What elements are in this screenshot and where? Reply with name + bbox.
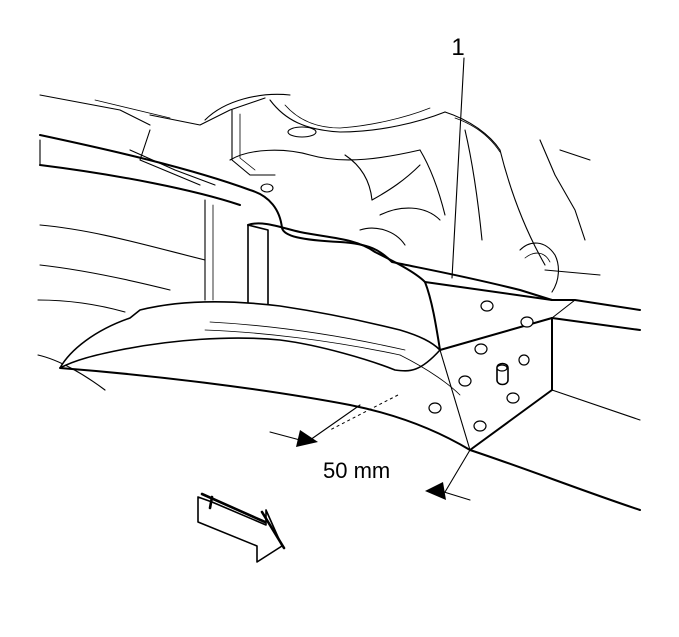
dimension-arrowhead	[296, 430, 318, 447]
dimension-50mm: 50 mm	[269, 404, 471, 501]
plate-hole	[473, 420, 487, 432]
frame-rail	[39, 134, 641, 511]
plate-hole	[506, 392, 520, 404]
callout-1: 1	[451, 34, 465, 279]
background-structure	[37, 93, 601, 391]
dimension-label: 50 mm	[323, 458, 390, 483]
plate-hole	[428, 402, 442, 414]
dimension-arrowhead	[425, 482, 446, 500]
lower-flange	[59, 301, 471, 451]
forward-direction-arrow-icon	[197, 492, 286, 563]
plate-hole	[480, 300, 494, 312]
plate-hole	[474, 343, 488, 355]
plate-hole	[520, 316, 534, 328]
plate-hole	[518, 354, 530, 366]
callout-number: 1	[451, 34, 464, 61]
plate-hole	[458, 375, 472, 387]
